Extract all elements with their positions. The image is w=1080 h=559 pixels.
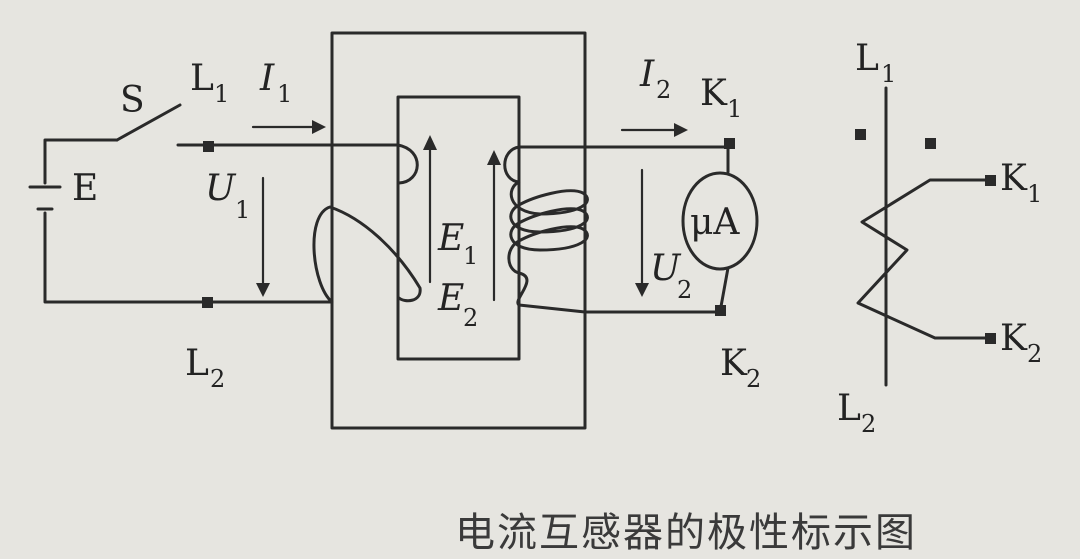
symbol-label-K1: K 1: [1000, 158, 1042, 208]
svg-text:K: K: [700, 73, 728, 114]
microammeter: [681, 171, 759, 271]
arrow-U1: [256, 176, 270, 297]
symbol-terminal-K1: [985, 175, 996, 186]
svg-text:2: 2: [463, 304, 478, 332]
svg-text:E: E: [437, 278, 464, 319]
svg-text:1: 1: [214, 80, 229, 108]
svg-text:K: K: [720, 343, 748, 384]
svg-text:L: L: [837, 388, 861, 429]
label-L2: L 2: [185, 343, 225, 393]
terminal-K1: [724, 138, 735, 149]
svg-text:2: 2: [677, 276, 692, 304]
label-K1: K 1: [700, 73, 742, 123]
label-I2: I 2: [639, 54, 671, 104]
arrow-E2: [487, 150, 501, 302]
svg-text:2: 2: [656, 76, 671, 104]
figure-caption: 电流互感器的极性标示图: [455, 510, 917, 556]
arrow-I1: [251, 120, 326, 134]
svg-text:I: I: [639, 54, 655, 95]
arrow-I2: [620, 123, 688, 137]
svg-text:2: 2: [210, 365, 225, 393]
svg-text:L: L: [185, 343, 209, 384]
svg-text:1: 1: [463, 242, 478, 270]
terminal-K2: [715, 305, 726, 316]
svg-text:1: 1: [1027, 180, 1042, 208]
svg-text:1: 1: [881, 60, 896, 88]
svg-text:2: 2: [746, 365, 761, 393]
label-U1: U 1: [205, 168, 250, 224]
label-I1: I 1: [259, 58, 292, 108]
symbol-dot-K1: [925, 138, 936, 149]
left-loop-wire: [43, 138, 119, 185]
terminal-L1: [203, 141, 214, 152]
svg-text:K: K: [1000, 318, 1028, 359]
meter-label: μA: [690, 202, 740, 243]
symbol-label-L2: L 2: [837, 388, 876, 438]
primary-winding: [312, 143, 422, 304]
label-L1: L 1: [190, 58, 229, 108]
arrow-U2: [635, 168, 649, 297]
svg-text:2: 2: [861, 410, 876, 438]
label-E2: E 2: [437, 278, 478, 332]
terminal-L2: [202, 297, 213, 308]
svg-text:E: E: [437, 218, 464, 259]
svg-text:U: U: [650, 248, 682, 289]
svg-text:I: I: [259, 58, 275, 99]
svg-text:L: L: [190, 58, 214, 99]
label-E1: E 1: [437, 218, 478, 270]
svg-text:L: L: [855, 38, 879, 79]
switch-blade: [115, 103, 182, 142]
symbol-label-L1: L 1: [855, 38, 896, 88]
label-E: E: [72, 168, 98, 209]
svg-text:1: 1: [277, 80, 292, 108]
symbol-label-K2: K 2: [1000, 318, 1042, 368]
symbol-terminal-K2: [985, 333, 996, 344]
label-K2: K 2: [720, 343, 761, 393]
secondary-winding: [503, 145, 589, 314]
label-S: S: [120, 80, 145, 121]
symbol-zigzag: [856, 178, 992, 340]
svg-text:K: K: [1000, 158, 1028, 199]
svg-text:2: 2: [1027, 340, 1042, 368]
arrow-E1: [423, 135, 437, 284]
svg-text:1: 1: [727, 95, 742, 123]
primary-return-wire: [43, 211, 334, 304]
symbol-dot-L1: [855, 129, 866, 140]
label-U2: U 2: [650, 248, 692, 304]
svg-text:1: 1: [235, 196, 250, 224]
svg-text:U: U: [205, 168, 237, 209]
